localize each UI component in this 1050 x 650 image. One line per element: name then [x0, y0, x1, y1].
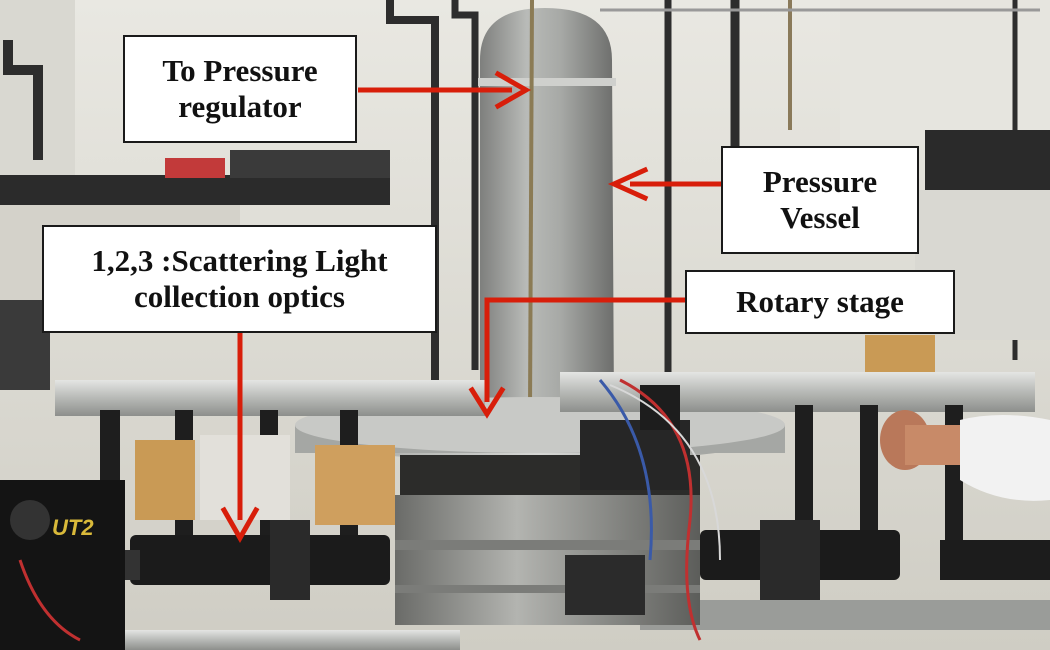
pressure-vessel [478, 0, 616, 411]
label-line: Rotary stage [736, 284, 904, 320]
annotation-arrowheads [220, 70, 649, 544]
arrow-optics-head [220, 506, 260, 544]
label-rotary-stage: Rotary stage [685, 270, 955, 334]
label-line: regulator [178, 89, 302, 124]
annotation-arrows [237, 87, 721, 520]
arrow-rotary-shaft [484, 297, 685, 402]
lower-chamber [395, 455, 700, 625]
cardboard-boxes [135, 435, 395, 525]
laser-housing [0, 480, 125, 650]
label-pressure-vessel: Pressure Vessel [721, 146, 919, 254]
label-line: 1,2,3 :Scattering Light [91, 243, 388, 279]
label-line: To Pressure [162, 53, 318, 89]
lab-worker-arm [880, 410, 1050, 501]
label-line: Vessel [780, 200, 860, 235]
arrow-regulator-head [494, 70, 532, 110]
label-to-pressure-regulator: To Pressure regulator [123, 35, 357, 143]
label-line: Pressure [762, 164, 878, 200]
collection-optics-right [700, 520, 1050, 600]
label-line: collection optics [134, 279, 345, 314]
stage-electronics [565, 378, 721, 641]
label-scattering-light-optics: 1,2,3 :Scattering Light collection optic… [42, 225, 437, 333]
ut2-marking: UT2 [52, 515, 94, 540]
arrow-vessel-head [607, 166, 649, 202]
arrow-rotary-head [468, 386, 506, 419]
wall-panel-right [840, 0, 1050, 140]
